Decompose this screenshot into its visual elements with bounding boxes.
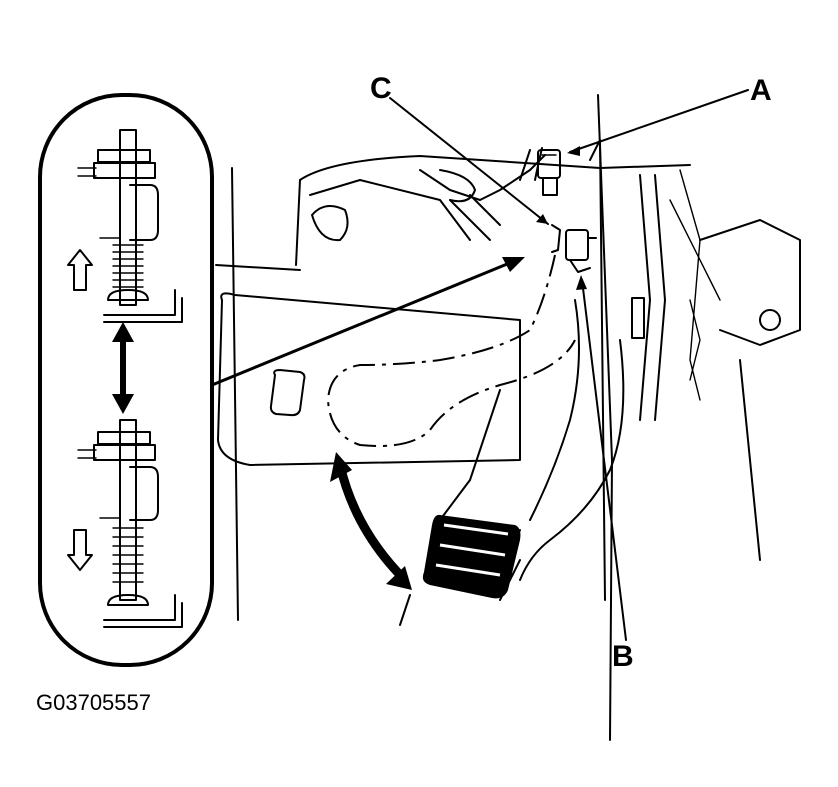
- switch-connector-a: [537, 149, 561, 196]
- callout-label-c: C: [370, 72, 392, 105]
- switch-pressed-view: [67, 419, 183, 628]
- switch-detail-inset: [38, 93, 214, 667]
- brake-pedal: [326, 254, 625, 626]
- wiring-harness: [419, 147, 546, 241]
- figure-id: G03705557: [36, 690, 151, 715]
- inset-pointer-arrow-icon: [211, 257, 525, 387]
- lower-panel: [217, 292, 521, 466]
- switch-released-view: [67, 129, 183, 323]
- callout-label-b: B: [612, 640, 634, 673]
- switch-clip-c: [551, 224, 561, 253]
- callout-label-a: A: [750, 74, 772, 107]
- arrow-up-icon: [67, 249, 93, 291]
- dashboard-structure: [215, 94, 801, 741]
- brake-pedal-switch-b: [565, 229, 597, 273]
- callout-leaders: [389, 89, 749, 641]
- arrow-down-icon: [67, 529, 93, 571]
- pedal-travel-arrow-icon: [330, 452, 412, 590]
- pedal-pad: [422, 514, 521, 599]
- adjust-distance-arrow-icon: [112, 322, 134, 414]
